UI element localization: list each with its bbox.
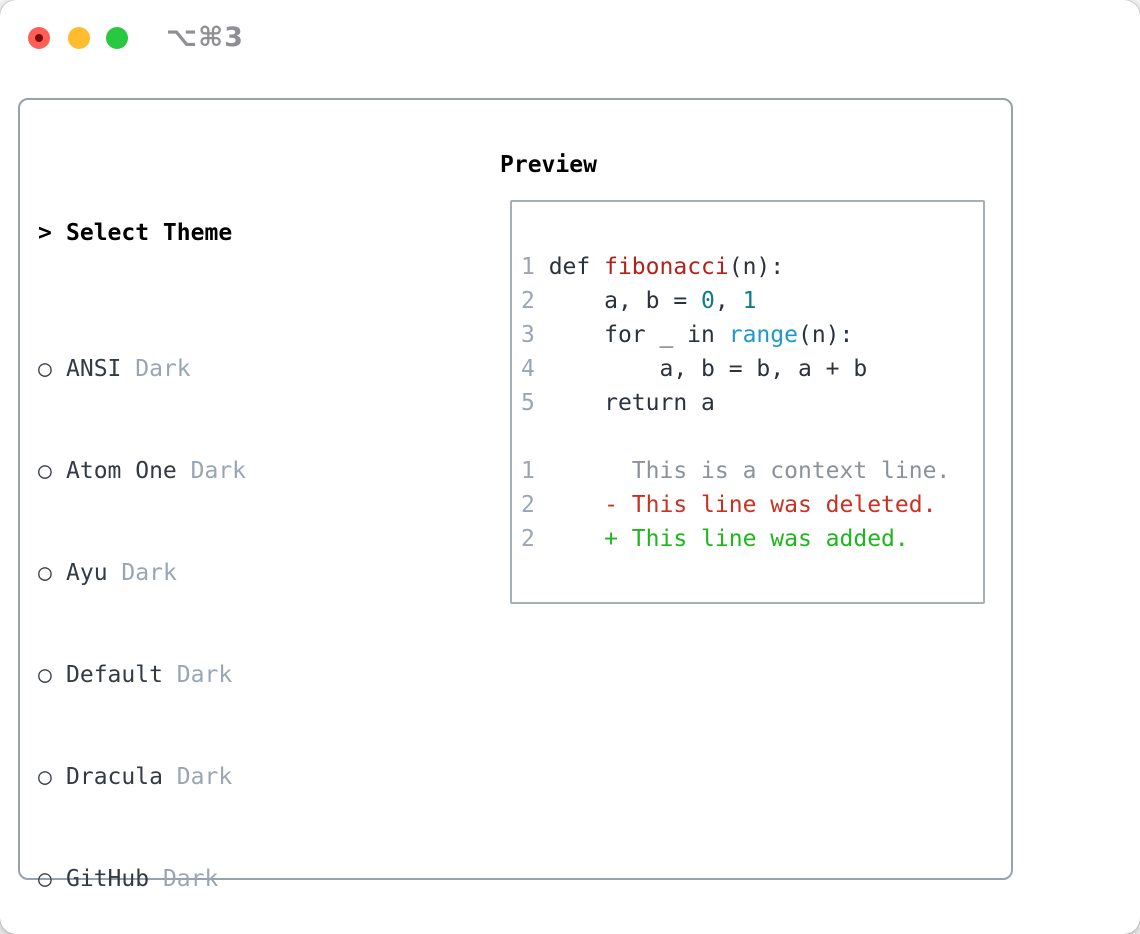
radio-icon: ○ (38, 560, 52, 586)
diff-added-line: 2 + This line was added. (521, 526, 909, 552)
line-number: 1 (521, 254, 535, 280)
select-theme-header: > Select Theme (38, 216, 426, 250)
radio-icon: ○ (38, 356, 52, 382)
line-number: 2 (521, 492, 535, 518)
radio-icon: ○ (38, 866, 52, 892)
line-number: 2 (521, 288, 535, 314)
theme-option-github-dark[interactable]: ○GitHub Dark (38, 862, 426, 896)
number-token: 0 (701, 288, 715, 314)
theme-list: >Select Theme ○ANSI Dark ○Atom One Dark … (38, 148, 426, 934)
close-button-icon[interactable] (28, 27, 50, 49)
cursor-icon: > (38, 220, 52, 246)
line-number: 2 (521, 526, 535, 552)
window-title: ⌥⌘3 (166, 22, 244, 53)
line-number: 3 (521, 322, 535, 348)
theme-tag (121, 356, 135, 382)
code-line: 5 return a (521, 390, 715, 416)
code-line: 3 for _ in range(n): (521, 322, 854, 348)
function-name-token: fibonacci (604, 254, 729, 280)
radio-icon: ○ (38, 458, 52, 484)
code-line: 1 def fibonacci(n): (521, 254, 785, 280)
preview-box: 1 def fibonacci(n): 2 a, b = 0, 1 3 for … (510, 200, 985, 604)
theme-option-default-dark[interactable]: ○Default Dark (38, 658, 426, 692)
select-theme-label: Select Theme (66, 220, 233, 246)
theme-option-ayu-dark[interactable]: ○Ayu Dark (38, 556, 426, 590)
zoom-button-icon[interactable] (106, 27, 128, 49)
diff-deleted-line: 2 - This line was deleted. (521, 492, 937, 518)
code-line-blank (521, 420, 983, 454)
radio-icon: ○ (38, 764, 52, 790)
radio-icon: ○ (38, 662, 52, 688)
line-number: 5 (521, 390, 535, 416)
code-line: 2 a, b = 0, 1 (521, 288, 757, 314)
theme-option-dracula-dark[interactable]: ○Dracula Dark (38, 760, 426, 794)
theme-option-ansi-dark[interactable]: ○ANSI Dark (38, 352, 426, 386)
minimize-button-icon[interactable] (68, 27, 90, 49)
preview-title: Preview (500, 152, 597, 178)
line-number: 4 (521, 356, 535, 382)
titlebar: ⌥⌘3 (0, 0, 1140, 76)
line-number: 1 (521, 458, 535, 484)
theme-option-atom-one-dark[interactable]: ○Atom One Dark (38, 454, 426, 488)
code-line: 4 a, b = b, a + b (521, 356, 868, 382)
number-token: 1 (742, 288, 757, 314)
diff-context-line: 1 This is a context line. (521, 458, 951, 484)
builtin-token: range (728, 322, 798, 348)
